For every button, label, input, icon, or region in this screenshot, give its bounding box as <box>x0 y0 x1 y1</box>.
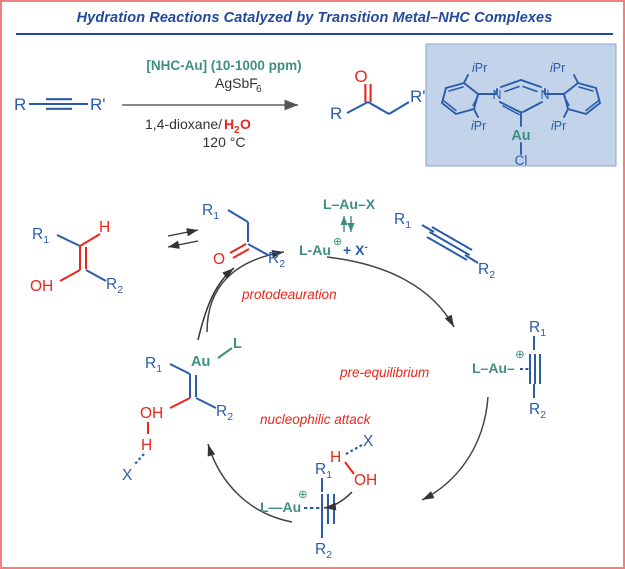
cycle-arrow-nucleophile <box>421 396 489 501</box>
ketone-r2: R2 <box>268 250 285 270</box>
cationic-gold-species: L-Au ⊕ + X- <box>299 236 368 258</box>
enol-r1: R1 <box>32 226 49 246</box>
nucleophile-curly-arrow <box>323 491 353 511</box>
product-right-label: R' <box>410 87 426 106</box>
water-adduct-r2: R2 <box>315 541 332 561</box>
water-sub: 2 <box>234 125 240 136</box>
neutral-precatalyst-label: L–Au–X <box>323 196 376 212</box>
water-h: H <box>224 116 234 132</box>
alkyne-in-r2: R2 <box>478 261 495 281</box>
ipr-label-top-left: iPr <box>472 61 487 75</box>
pi-complex-charge: ⊕ <box>515 349 525 361</box>
water-attack-complex: L—Au ⊕ R1 R2 OH H X <box>260 433 377 561</box>
counteranion-label: + X- <box>343 242 368 258</box>
ipr-label-bottom-right: iPr <box>551 119 566 133</box>
substrate-alkyne: R R' <box>14 95 106 114</box>
vinyl-gold-intermediate: R1 Au L OH R2 H X <box>122 336 242 484</box>
label-protodeauration: protodeauration <box>241 287 337 302</box>
water-adduct-anion: X <box>363 433 374 450</box>
ketone-structure: R1 O R2 <box>202 202 285 270</box>
cation-charge-symbol: ⊕ <box>333 236 342 248</box>
additive-text: AgSbF <box>215 75 258 91</box>
solvent-prefix: 1,4-dioxane/ <box>145 116 222 132</box>
chloride-label: Cl <box>515 153 528 168</box>
catalyst-label: [NHC-Au] (10-1000 ppm) <box>146 58 301 73</box>
vinyl-gold-anion: X <box>122 467 133 484</box>
vinyl-gold-hydroxyl: OH <box>140 405 163 422</box>
dissociation-equilibrium-arrows <box>340 215 355 233</box>
ipr-label-top-right: iPr <box>550 61 565 75</box>
label-nucleophilic-attack: nucleophilic attack <box>260 412 372 427</box>
enol-structure: R1 H OH R2 <box>30 219 123 296</box>
pi-complex-metal-label: L–Au– <box>472 360 515 376</box>
gold-atom-label: Au <box>511 128 530 144</box>
nitrogen-left-label: N <box>492 88 501 102</box>
additive-label: AgSbF 6 <box>215 75 262 95</box>
vinyl-gold-proton: H <box>141 437 152 454</box>
water-o: O <box>240 116 251 132</box>
product-ketone: R O R' <box>330 67 426 123</box>
nitrogen-right-label: N <box>540 88 549 102</box>
vinyl-gold-ligand: L <box>233 336 242 352</box>
label-pre-equilibrium: pre-equilibrium <box>339 365 429 380</box>
vinyl-gold-r1: R1 <box>145 355 162 375</box>
pi-alkyne-complex: L–Au– ⊕ R1 R2 <box>472 319 546 421</box>
enol-r2: R2 <box>106 276 123 296</box>
cycle-arrow-vinylgold <box>207 443 293 523</box>
alkyne-in-r1: R1 <box>394 211 411 231</box>
substrate-left-label: R <box>14 95 26 114</box>
temperature-label: 120 °C <box>203 134 246 150</box>
title-underline <box>16 33 613 35</box>
incoming-alkyne: R1 R2 <box>394 211 495 281</box>
tautomer-equilibrium-arrows <box>167 228 199 249</box>
ketone-r1: R1 <box>202 202 219 222</box>
pi-complex-r1: R1 <box>529 319 546 339</box>
cationic-gold-label: L-Au <box>299 242 331 258</box>
water-adduct-charge: ⊕ <box>298 489 308 501</box>
water-adduct-proton: H <box>330 449 341 466</box>
additive-subscript: 6 <box>256 84 262 95</box>
ketone-carbonyl-o: O <box>213 251 225 268</box>
solvent-label: 1,4-dioxane/ H 2 O <box>145 116 251 136</box>
product-carbonyl-o: O <box>354 67 367 86</box>
enol-hydroxyl: OH <box>30 278 53 295</box>
vinyl-gold-r2: R2 <box>216 403 233 423</box>
enol-hydrogen: H <box>99 219 110 236</box>
water-adduct-metal-label: L—Au <box>260 499 301 515</box>
substrate-right-label: R' <box>90 95 106 114</box>
figure-title: Hydration Reactions Catalyzed by Transit… <box>76 10 553 26</box>
pi-complex-r2: R2 <box>529 401 546 421</box>
vinyl-gold-metal: Au <box>191 354 210 370</box>
water-adduct-r1: R1 <box>315 461 332 481</box>
product-left-label: R <box>330 104 342 123</box>
water-adduct-hydroxyl: OH <box>354 472 377 489</box>
cycle-arrow-pi-activation <box>326 256 455 328</box>
ipr-label-bottom-left: iPr <box>471 119 486 133</box>
protodeauration-curly-arrow <box>197 267 235 341</box>
ipr-au-cl-structure: N N Au Cl iPr iPr <box>440 61 602 168</box>
